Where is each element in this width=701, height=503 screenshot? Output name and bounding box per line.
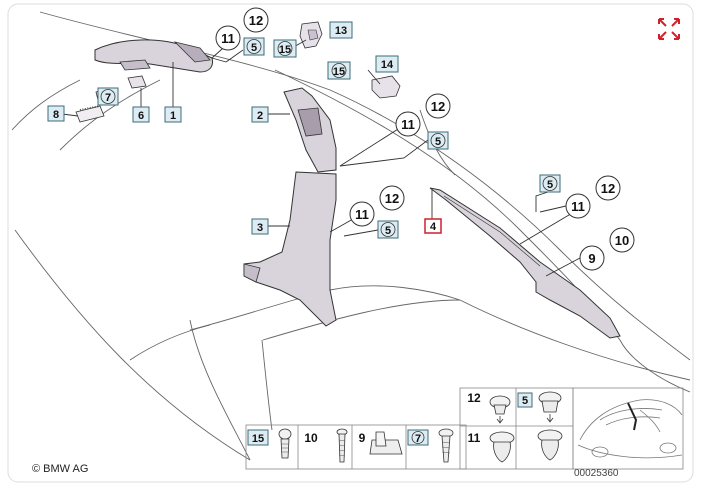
svg-text:1: 1 <box>170 110 176 122</box>
legend-item-12[interactable]: 12 <box>467 391 511 424</box>
svg-text:13: 13 <box>335 25 347 37</box>
svg-text:8: 8 <box>53 109 59 121</box>
svg-text:12: 12 <box>431 99 445 114</box>
diagram-frame <box>7 3 694 483</box>
svg-text:12: 12 <box>385 191 399 206</box>
callout-11-right[interactable]: 11 <box>565 193 591 219</box>
svg-text:5: 5 <box>251 42 257 54</box>
svg-text:9: 9 <box>588 251 595 266</box>
callout-11-lower[interactable]: 11 <box>349 201 375 227</box>
pad-part-8[interactable] <box>75 105 105 123</box>
svg-text:11: 11 <box>221 31 235 46</box>
callout-3[interactable]: 3 <box>251 218 269 235</box>
legend-item-11[interactable]: 11 <box>468 431 515 463</box>
svg-text:10: 10 <box>615 233 629 248</box>
svg-text:5: 5 <box>547 179 553 191</box>
svg-text:11: 11 <box>401 117 415 132</box>
car-thumbnail-icon <box>577 399 683 459</box>
callout-6[interactable]: 6 <box>132 106 150 123</box>
expanding-rivet-11-icon <box>489 431 515 463</box>
push-rivet-15-icon <box>278 428 292 459</box>
svg-text:6: 6 <box>138 110 144 122</box>
legend-item-9[interactable]: 9 <box>359 431 403 455</box>
callout-2[interactable]: 2 <box>251 106 269 123</box>
callout-11-top[interactable]: 11 <box>215 25 241 51</box>
fastener-legend <box>245 387 684 470</box>
copyright-text: © BMW AG <box>32 463 89 475</box>
callout-15-top[interactable]: 15 <box>273 39 297 58</box>
trim-strip-part-4[interactable] <box>429 187 621 339</box>
bracket-part-13[interactable] <box>299 21 323 49</box>
legend-item-7[interactable]: 7 <box>407 428 454 463</box>
document-number: 00025360 <box>574 468 619 479</box>
expand-arrows-icon[interactable] <box>656 16 682 42</box>
svg-text:4: 4 <box>430 221 437 233</box>
callout-9[interactable]: 9 <box>579 245 605 271</box>
callout-14[interactable]: 14 <box>375 55 399 73</box>
callout-5-right[interactable]: 5 <box>539 174 561 193</box>
svg-text:12: 12 <box>249 13 263 28</box>
clip-part-14[interactable] <box>371 75 401 99</box>
svg-text:12: 12 <box>601 181 615 196</box>
svg-text:15: 15 <box>252 433 264 445</box>
clip-12-icon <box>489 395 511 424</box>
screw-7-icon <box>438 428 454 463</box>
callout-8[interactable]: 8 <box>47 105 65 122</box>
clip-5-icon <box>537 391 563 461</box>
svg-text:9: 9 <box>359 431 366 445</box>
svg-text:5: 5 <box>522 395 528 407</box>
callout-12-right[interactable]: 12 <box>595 175 621 201</box>
svg-text:12: 12 <box>467 391 481 405</box>
svg-text:14: 14 <box>381 59 394 71</box>
svg-text:5: 5 <box>385 225 391 237</box>
callout-4-highlighted[interactable]: 4 <box>424 218 442 234</box>
callout-10[interactable]: 10 <box>609 227 635 253</box>
legend-item-5[interactable]: 5 <box>517 391 563 461</box>
callout-5-top[interactable]: 5 <box>243 37 265 56</box>
callout-12-mid[interactable]: 12 <box>425 93 451 119</box>
trim-part-1[interactable] <box>94 39 213 73</box>
legend-item-15[interactable]: 15 <box>247 428 292 459</box>
callout-5-mid[interactable]: 5 <box>427 131 449 150</box>
svg-text:10: 10 <box>304 431 318 445</box>
svg-text:15: 15 <box>279 44 291 56</box>
callout-12-top[interactable]: 12 <box>243 7 269 33</box>
callout-12-lower[interactable]: 12 <box>379 185 405 211</box>
svg-text:7: 7 <box>415 433 421 445</box>
screw-10-icon <box>336 428 348 463</box>
car-body-outline <box>11 11 691 461</box>
legend-item-10[interactable]: 10 <box>304 428 348 463</box>
clip-nut-9-icon <box>369 431 403 455</box>
callout-15-mid[interactable]: 15 <box>327 61 351 80</box>
pillar-trim-part-3[interactable] <box>243 171 337 327</box>
callout-7[interactable]: 7 <box>97 87 119 106</box>
svg-text:3: 3 <box>257 222 263 234</box>
svg-text:2: 2 <box>257 110 263 122</box>
svg-text:15: 15 <box>333 66 345 78</box>
callout-13[interactable]: 13 <box>329 21 353 39</box>
callout-5-lower[interactable]: 5 <box>377 220 399 239</box>
svg-text:7: 7 <box>105 92 111 104</box>
pillar-trim-part-2[interactable] <box>283 87 337 173</box>
svg-text:11: 11 <box>355 207 369 222</box>
callout-1[interactable]: 1 <box>164 106 182 123</box>
callout-11-mid[interactable]: 11 <box>395 111 421 137</box>
svg-text:11: 11 <box>468 431 481 445</box>
clip-part-6[interactable] <box>127 75 147 89</box>
svg-text:5: 5 <box>435 136 441 148</box>
svg-text:11: 11 <box>571 199 585 214</box>
